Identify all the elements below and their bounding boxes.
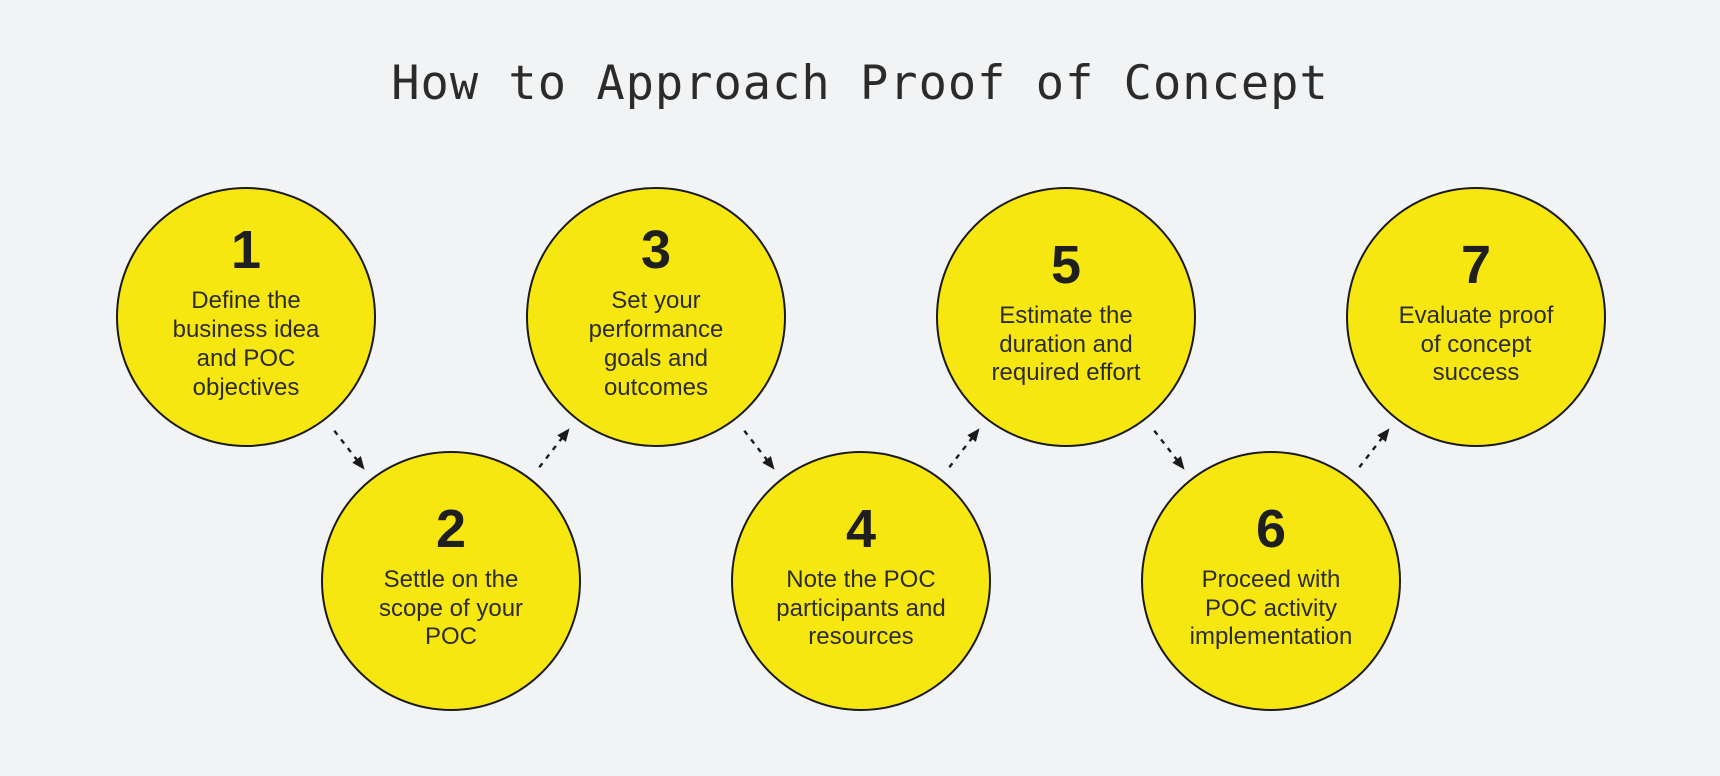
step-number: 6	[1255, 498, 1287, 559]
arrow-step-5-to-6	[1153, 430, 1185, 470]
step-label: Proceed with POC activity implementation	[1189, 565, 1353, 651]
arrow-step-6-to-7	[1358, 428, 1390, 468]
step-circle-2: 2 Settle on the scope of your POC	[321, 451, 581, 711]
step-label: Set your performance goals and outcomes	[588, 287, 724, 401]
step-circle-4: 4 Note the POC participants and resource…	[731, 451, 991, 711]
step-circle-6: 6 Proceed with POC activity implementati…	[1141, 451, 1401, 711]
step-circle-3: 3 Set your performance goals and outcome…	[526, 187, 786, 447]
step-number: 5	[1050, 234, 1082, 295]
step-circle-5: 5 Estimate the duration and required eff…	[936, 187, 1196, 447]
arrow-step-1-to-2	[333, 430, 365, 470]
step-circle-7: 7 Evaluate proof of concept success	[1346, 187, 1606, 447]
arrow-step-4-to-5	[948, 428, 980, 468]
step-label: Settle on the scope of your POC	[378, 565, 524, 651]
step-number: 2	[435, 498, 467, 559]
step-number: 4	[845, 498, 877, 559]
step-number: 1	[230, 220, 262, 281]
step-number: 7	[1460, 234, 1492, 295]
arrow-step-2-to-3	[538, 428, 570, 468]
arrow-step-3-to-4	[743, 430, 775, 470]
step-circle-1: 1 Define the business idea and POC objec…	[116, 187, 376, 447]
step-number: 3	[640, 220, 672, 281]
step-label: Estimate the duration and required effor…	[991, 301, 1141, 387]
step-label: Note the POC participants and resources	[776, 565, 946, 651]
page-title: How to Approach Proof of Concept	[391, 56, 1329, 111]
step-label: Define the business idea and POC objecti…	[172, 287, 320, 401]
step-label: Evaluate proof of concept success	[1398, 301, 1554, 387]
